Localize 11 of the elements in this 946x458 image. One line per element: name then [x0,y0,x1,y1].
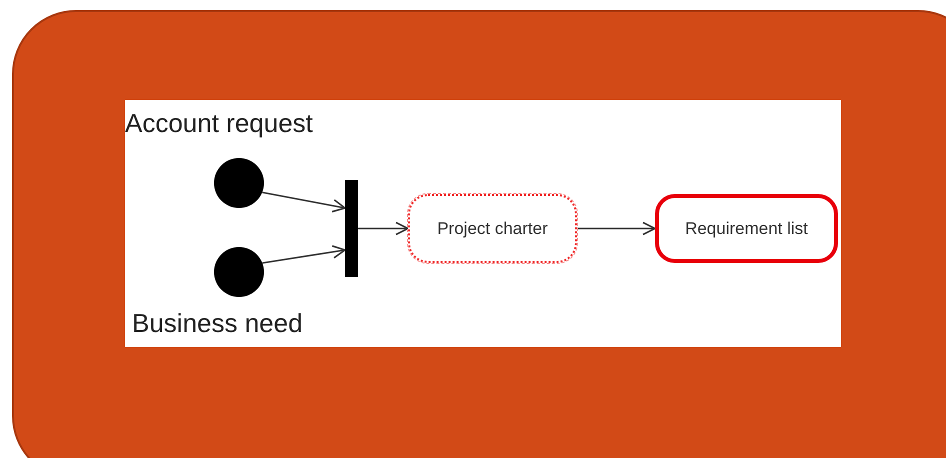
fork-bar [345,180,358,277]
node-caption: Account request [125,108,313,139]
activity-box: Requirement list [655,194,838,263]
arrow [262,192,346,212]
node-caption: Business need [132,308,303,339]
arrow [577,222,656,236]
arrow [358,222,409,236]
activity-box: Project charter [408,194,577,263]
start-node-circle [214,247,264,297]
arrow [262,245,346,264]
start-node-circle [214,158,264,208]
